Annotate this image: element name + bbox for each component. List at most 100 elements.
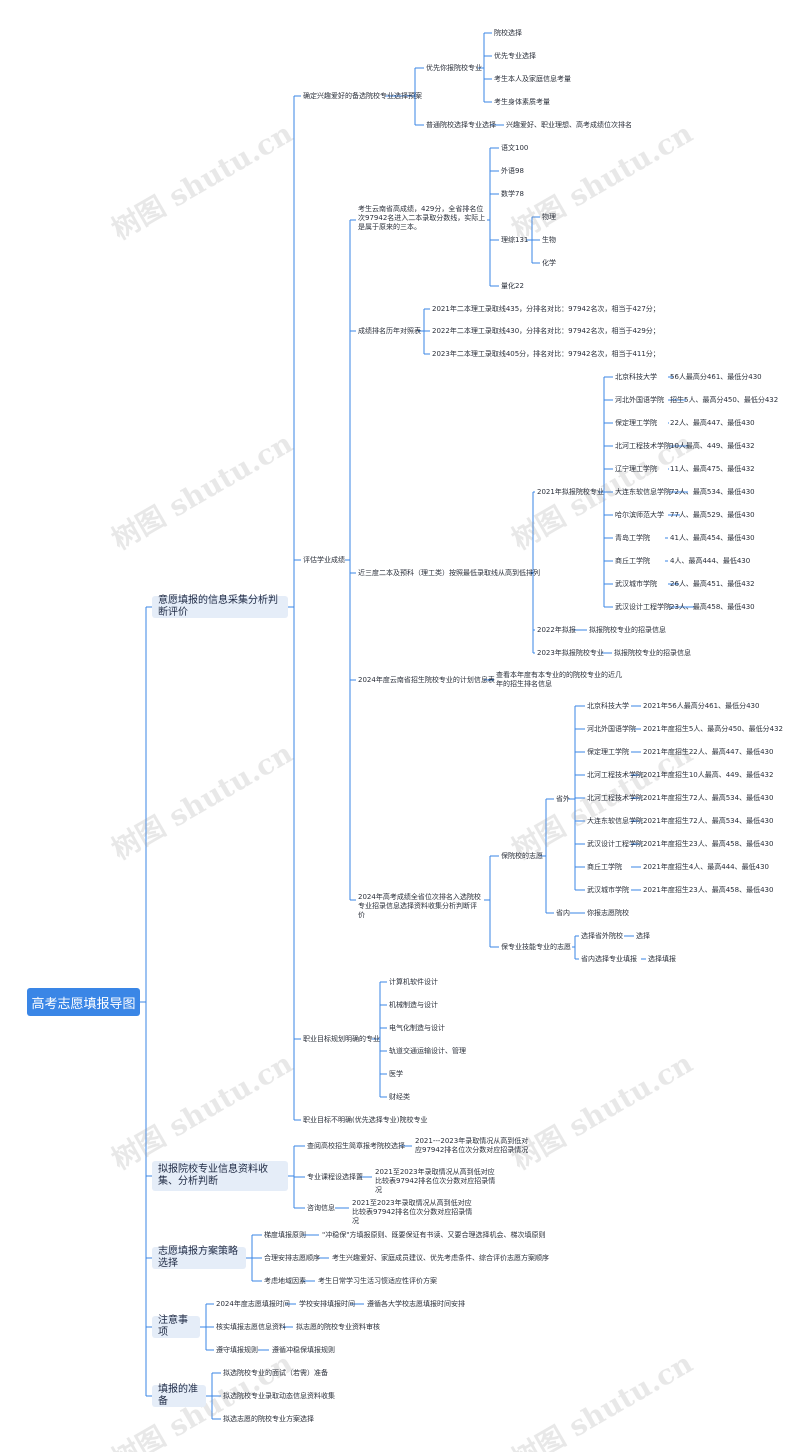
school2021-info: 26人、最高451、最低432 xyxy=(670,580,755,588)
node-major[interactable]: 医学 xyxy=(389,1070,403,1078)
node-biology[interactable]: 生物 xyxy=(542,236,556,244)
school2021-name[interactable]: 北河工程技术学院 xyxy=(615,442,671,450)
node-b3-note: 2021至2023年录取情况从高到低对应比较表97942排名位次分数对应招录情况 xyxy=(352,1199,473,1225)
node-sm2[interactable]: 省内选择专业填报 xyxy=(581,955,637,963)
node-eval[interactable]: 评估学业成绩 xyxy=(303,556,345,564)
node-b3[interactable]: 咨询信息 xyxy=(307,1204,335,1212)
node-math[interactable]: 数学78 xyxy=(501,190,524,198)
school-outside-info: 2021年度招生4人、最高444、最低430 xyxy=(643,863,769,871)
node-e3[interactable]: 拟选志愿的院校专业方案选择 xyxy=(223,1415,314,1423)
node-chinese[interactable]: 语文100 xyxy=(501,144,529,152)
node-rank-cmp[interactable]: 成绩排名历年对照表 xyxy=(358,327,421,335)
school2021-info: 11人、最高475、最低432 xyxy=(670,465,755,473)
node-b2[interactable]: 专业课程设选择置 xyxy=(307,1173,363,1181)
node-c2[interactable]: 合理安排志愿顺序 xyxy=(264,1254,320,1262)
node-r2022[interactable]: 2022年拟报 xyxy=(537,626,576,634)
school2021-name[interactable]: 保定理工学院 xyxy=(615,419,657,427)
school-outside-name[interactable]: 武汉设计工程学院 xyxy=(587,840,643,848)
node-r2023-note: 拟报院校专业的招录信息 xyxy=(614,649,691,657)
node-major[interactable]: 电气化制造与设计 xyxy=(389,1024,445,1032)
node-major[interactable]: 轨道交通运输设计、管理 xyxy=(389,1047,466,1055)
school-outside-name[interactable]: 保定理工学院 xyxy=(587,748,629,756)
school-outside-name[interactable]: 北京科技大学 xyxy=(587,702,629,710)
node-foreign[interactable]: 外语98 xyxy=(501,167,524,175)
node-major[interactable]: 机械制造与设计 xyxy=(389,1001,438,1009)
school2021-name[interactable]: 大连东软信息学院 xyxy=(615,488,671,496)
node-sm1-note: 选择 xyxy=(636,932,650,940)
root-node[interactable]: 高考志愿填报导图 xyxy=(27,988,140,1016)
node-sm2-note: 选择填报 xyxy=(648,955,676,963)
branch-strategy[interactable]: 志愿填报方案策略选择 xyxy=(152,1246,246,1269)
node-b1[interactable]: 查阅高校招生简章报考院校选择 xyxy=(307,1142,405,1150)
node-school-choice[interactable]: 院校选择 xyxy=(494,29,522,37)
node-safe-school[interactable]: 保院校的志愿 xyxy=(501,852,543,860)
node-safe-major[interactable]: 保专业技能专业的志愿 xyxy=(501,943,571,951)
school2021-name[interactable]: 北京科技大学 xyxy=(615,373,657,381)
node-inside-note: 你报志愿院校 xyxy=(587,909,629,917)
node-recent3[interactable]: 近三度二本及预科（理工类）按照最低录取线从高到低排列 xyxy=(358,569,540,577)
school-outside-name[interactable]: 北河工程技术学院 xyxy=(587,794,643,802)
school2021-info: 77人、最高529、最低430 xyxy=(670,511,755,519)
school-outside-name[interactable]: 北河工程技术学院 xyxy=(587,771,643,779)
node-e2[interactable]: 拟选院校专业录取动态信息资料收集 xyxy=(223,1392,335,1400)
school-outside-info: 2021年度招生72人、最高534、最低430 xyxy=(643,817,774,825)
node-y2021[interactable]: 2021年二本理工录取线435，分排名对比：97942名次，相当于427分； xyxy=(432,305,660,313)
branch-notes[interactable]: 注意事项 xyxy=(152,1315,200,1338)
school-outside-info: 2021年度招生10人最高、449、最低432 xyxy=(643,771,774,779)
node-d2-note: 拟志愿的院校专业资料审核 xyxy=(296,1323,380,1331)
node-unclear[interactable]: 职业目标不明确(优先选择专业)院校专业 xyxy=(303,1116,428,1124)
node-sm1[interactable]: 选择省外院校 xyxy=(581,932,623,940)
node-y2023[interactable]: 2023年二本理工录取线405分，排名对比：97942名次，相当于411分； xyxy=(432,350,660,358)
school2021-name[interactable]: 辽宁理工学院 xyxy=(615,465,657,473)
school2021-name[interactable]: 青岛工学院 xyxy=(615,534,650,542)
node-ranked2024[interactable]: 2024年高考成绩全省位次排名入选院校专业招录信息选择资料收集分析判断评价 xyxy=(358,893,481,919)
school2021-name[interactable]: 商丘工学院 xyxy=(615,557,650,565)
node-score-note[interactable]: 考生云南省高成绩，429分，全省排名位次97942名进入二本录取分数线，实际上是… xyxy=(358,205,486,231)
school2021-info: 4人、最高444、最低430 xyxy=(670,557,751,565)
node-tech[interactable]: 量化22 xyxy=(501,282,524,290)
school-outside-name[interactable]: 河北外国语学院 xyxy=(587,725,636,733)
node-physical[interactable]: 考生身体素质考量 xyxy=(494,98,550,106)
node-major[interactable]: 计算机软件设计 xyxy=(389,978,438,986)
node-sci[interactable]: 理综131 xyxy=(501,236,529,244)
node-physics[interactable]: 物理 xyxy=(542,213,556,221)
school-outside-name[interactable]: 商丘工学院 xyxy=(587,863,622,871)
node-d3[interactable]: 遵守填报规则 xyxy=(216,1346,258,1354)
node-r2021[interactable]: 2021年拟报院校专业 xyxy=(537,488,604,496)
node-d2[interactable]: 核实填报志愿信息资料 xyxy=(216,1323,286,1331)
node-career[interactable]: 职业目标规划明确的专业 xyxy=(303,1035,380,1043)
school2021-name[interactable]: 河北外国语学院 xyxy=(615,396,664,404)
branch-info-collection[interactable]: 意愿填报的信息采集分析判断评价 xyxy=(152,595,288,618)
school2021-info: 56人最高分461、最低分430 xyxy=(670,373,762,381)
node-y2022[interactable]: 2022年二本理工录取线430，分排名对比：97942名次，相当于429分； xyxy=(432,327,660,335)
node-interest[interactable]: 确定兴趣爱好的备选院校专业选择预案 xyxy=(303,92,422,100)
branch-school-info[interactable]: 拟报院校专业信息资料收集、分析判断 xyxy=(152,1161,288,1191)
node-plan2024[interactable]: 2024年度云南省招生院校专业的计划信息表 xyxy=(358,676,495,684)
school2021-name[interactable]: 哈尔滨师范大学 xyxy=(615,511,664,519)
node-inside[interactable]: 省内 xyxy=(556,909,570,917)
node-chemistry[interactable]: 化学 xyxy=(542,259,556,267)
node-normal[interactable]: 普通院校选择专业选择 xyxy=(426,121,496,129)
node-d1-note: 遵循各大学校志愿填报时间安排 xyxy=(367,1300,465,1308)
school2021-info: 23人、最高458、最低430 xyxy=(670,603,755,611)
school-outside-name[interactable]: 武汉城市学院 xyxy=(587,886,629,894)
node-priority[interactable]: 优先你报院校专业 xyxy=(426,64,482,72)
node-major[interactable]: 财经类 xyxy=(389,1093,410,1101)
node-c3[interactable]: 考虑地域因素 xyxy=(264,1277,306,1285)
node-c1[interactable]: 梯度填报原则 xyxy=(264,1231,306,1239)
node-r2023[interactable]: 2023年拟报院校专业 xyxy=(537,649,604,657)
school-outside-name[interactable]: 大连东软信息学院 xyxy=(587,817,643,825)
node-outside[interactable]: 省外 xyxy=(556,795,570,803)
node-d1-mid[interactable]: 学校安排填报时间 xyxy=(299,1300,355,1308)
node-family[interactable]: 考生本人及家庭信息考量 xyxy=(494,75,571,83)
node-major-choice[interactable]: 优先专业选择 xyxy=(494,52,536,60)
school2021-name[interactable]: 武汉城市学院 xyxy=(615,580,657,588)
node-e1[interactable]: 拟选院校专业的面试（若需）准备 xyxy=(223,1369,328,1377)
node-d1[interactable]: 2024年度志愿填报时间 xyxy=(216,1300,290,1308)
school2021-name[interactable]: 武汉设计工程学院 xyxy=(615,603,671,611)
node-b1-note: 2021---2023年录取情况从高到低对应97942排名位次分数对应招录情况 xyxy=(415,1137,529,1154)
school2021-info: 22人、最高447、最低430 xyxy=(670,419,755,427)
node-c1-note: "冲稳保"方填报原则、既要保证有书读、又要合理选择机会、梯次填原则 xyxy=(322,1231,546,1239)
branch-preparation[interactable]: 填报的准备 xyxy=(152,1384,206,1407)
school2021-info: 72人、最高534、最低430 xyxy=(670,488,755,496)
